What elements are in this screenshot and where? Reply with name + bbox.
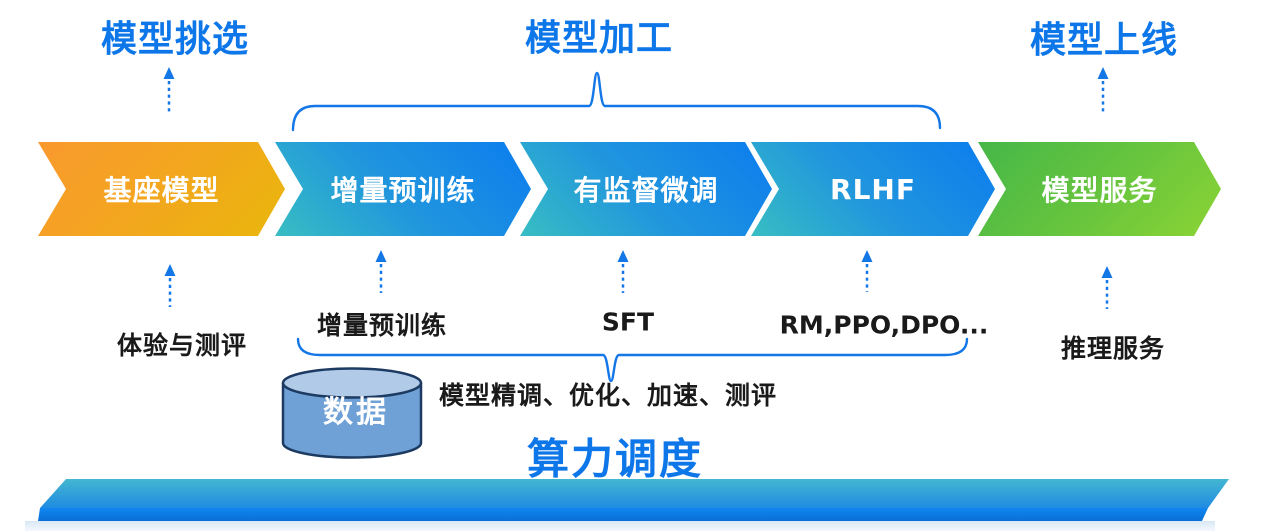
annotation-experience-evaluation: 体验与测评	[116, 331, 248, 360]
stage-chevron-rlhf: RLHF	[751, 142, 995, 236]
up-arrow-icon	[1097, 67, 1109, 113]
annotation-sft: SFT	[601, 307, 655, 337]
dashed-arrows	[163, 67, 1113, 309]
stage-chevron-supervised-finetuning: 有监督微调	[520, 142, 772, 236]
data-cylinder-icon	[281, 367, 423, 459]
up-arrow-icon	[375, 250, 387, 293]
compute-platform-label: 算力调度	[526, 434, 704, 484]
stage-chevron-model-serving: 模型服务	[978, 142, 1221, 236]
stage-label: 模型服务	[1041, 174, 1158, 207]
platform-top-face	[40, 479, 1229, 508]
stage-chevron-base-model: 基座模型	[38, 142, 285, 236]
process-note-tuning: 模型精调、优化、加速、测评	[438, 381, 778, 410]
phase-label-model-selection: 模型挑选	[100, 19, 250, 60]
up-arrow-icon	[1101, 266, 1113, 309]
annotation-rm-ppo-dpo: RM,PPO,DPO...	[779, 310, 989, 340]
up-arrow-icon	[163, 67, 175, 113]
stage-label: RLHF	[830, 172, 916, 206]
stage-chevron-continued-pretraining: 增量预训练	[275, 142, 531, 236]
stage-label: 增量预训练	[330, 174, 476, 207]
up-arrow-icon	[861, 250, 873, 292]
data-cylinder-label: 数据	[323, 395, 389, 430]
phase-label-model-processing: 模型加工	[524, 18, 674, 59]
annotation-continued-pretraining: 增量预训练	[316, 311, 448, 340]
platform-shadow	[25, 521, 1215, 531]
stage-label: 有监督微调	[573, 174, 719, 207]
up-arrow-icon	[164, 264, 176, 307]
up-arrow-icon	[617, 250, 629, 293]
brace-bottom-icon	[296, 337, 969, 383]
platform-front-face	[38, 508, 1208, 521]
compute-platform	[25, 479, 1229, 531]
annotation-inference-service: 推理服务	[1060, 334, 1166, 363]
brace-top-icon	[291, 71, 942, 132]
phase-label-model-launch: 模型上线	[1029, 20, 1179, 61]
stage-label: 基座模型	[103, 174, 220, 207]
